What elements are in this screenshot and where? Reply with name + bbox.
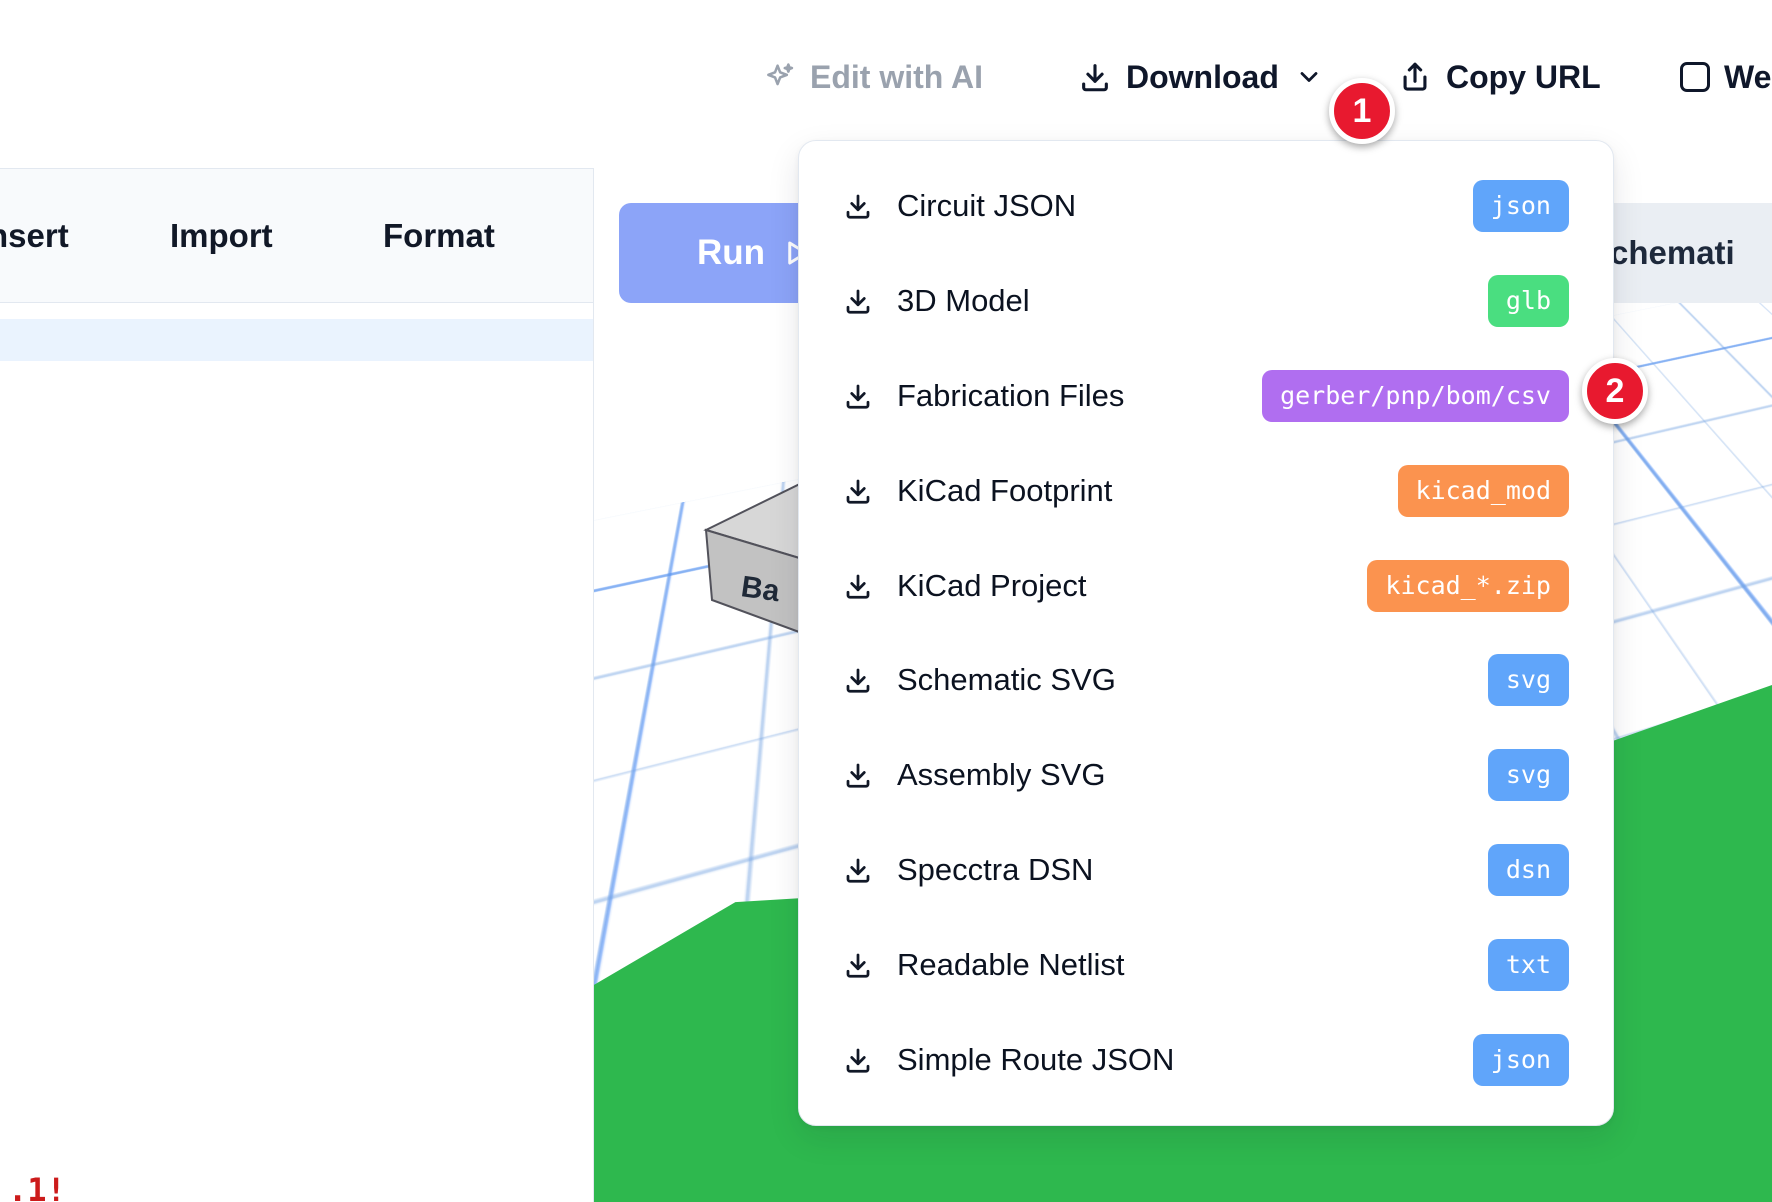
menu-item-label: Assembly SVG	[897, 757, 1106, 793]
file-format-badge: glb	[1487, 275, 1569, 328]
file-format-badge: json	[1472, 180, 1569, 233]
download-icon	[843, 665, 873, 695]
menu-item-label: KiCad Project	[897, 567, 1087, 603]
code-editor-panel[interactable]: nsert Import Format .1!	[0, 168, 594, 1202]
download-icon	[843, 191, 873, 221]
menu-item-assembly-svg[interactable]: Assembly SVG svg	[799, 728, 1613, 823]
editor-active-line	[0, 319, 593, 361]
menu-item-label: Readable Netlist	[897, 946, 1125, 982]
file-format-badge: gerber/pnp/bom/csv	[1262, 369, 1569, 422]
web-checkbox-group[interactable]: We	[1680, 44, 1771, 110]
file-format-badge: svg	[1487, 749, 1569, 802]
download-icon	[843, 1045, 873, 1075]
download-dropdown-button[interactable]: Download	[1078, 44, 1323, 110]
tab-schematic[interactable]: chemati	[1584, 203, 1772, 303]
annotation-step-1: 1	[1329, 78, 1395, 144]
download-icon	[843, 760, 873, 790]
menu-item-label: Fabrication Files	[897, 377, 1125, 413]
annotation-step-1-number: 1	[1352, 91, 1372, 130]
box-front-label: Ba	[739, 570, 782, 608]
menu-item-schematic-svg[interactable]: Schematic SVG svg	[799, 633, 1613, 728]
menu-item-label: Specctra DSN	[897, 851, 1094, 887]
menu-item-readable-netlist[interactable]: Readable Netlist txt	[799, 917, 1613, 1012]
menu-item-label: Simple Route JSON	[897, 1041, 1175, 1077]
sparkles-icon	[762, 60, 796, 94]
menu-item-specctra-dsn[interactable]: Specctra DSN dsn	[799, 823, 1613, 918]
edit-with-ai-button[interactable]: Edit with AI	[762, 44, 983, 110]
chevron-down-icon	[1295, 63, 1323, 91]
file-format-badge: kicad_*.zip	[1367, 559, 1569, 612]
menu-item-label: KiCad Footprint	[897, 472, 1113, 508]
download-dropdown-menu: Circuit JSON json 3D Model glb Fabricati…	[798, 140, 1614, 1126]
file-format-badge: json	[1472, 1033, 1569, 1086]
download-label: Download	[1126, 58, 1279, 95]
download-icon	[843, 950, 873, 980]
menu-item-label: Circuit JSON	[897, 188, 1077, 224]
file-format-badge: txt	[1487, 938, 1569, 991]
share-icon	[1398, 60, 1432, 94]
copy-url-label: Copy URL	[1446, 58, 1601, 95]
file-format-badge: svg	[1487, 654, 1569, 707]
menu-item-import[interactable]: Import	[170, 216, 273, 254]
checkbox-icon[interactable]	[1680, 62, 1710, 92]
menu-item-kicad-footprint[interactable]: KiCad Footprint kicad_mod	[799, 443, 1613, 538]
editor-menubar: nsert Import Format	[0, 169, 593, 303]
tab-schematic-label: chemati	[1610, 234, 1735, 271]
menu-item-insert[interactable]: nsert	[0, 216, 69, 254]
menu-item-circuit-json[interactable]: Circuit JSON json	[799, 159, 1613, 254]
download-icon	[843, 476, 873, 506]
download-icon	[843, 571, 873, 601]
menu-item-fabrication-files[interactable]: Fabrication Files gerber/pnp/bom/csv	[799, 349, 1613, 444]
annotation-step-2: 2	[1582, 358, 1648, 424]
edit-with-ai-label: Edit with AI	[810, 58, 984, 95]
menu-item-3d-model[interactable]: 3D Model glb	[799, 254, 1613, 349]
menu-item-label: Schematic SVG	[897, 662, 1116, 698]
menu-item-label: 3D Model	[897, 283, 1030, 319]
download-icon	[843, 381, 873, 411]
menu-item-kicad-project[interactable]: KiCad Project kicad_*.zip	[799, 538, 1613, 633]
menu-item-simple-route-json[interactable]: Simple Route JSON json	[799, 1012, 1613, 1107]
file-format-badge: dsn	[1487, 843, 1569, 896]
copy-url-button[interactable]: Copy URL	[1398, 44, 1601, 110]
play-icon	[781, 238, 811, 268]
annotation-step-2-number: 2	[1605, 371, 1625, 410]
web-label: We	[1724, 58, 1772, 95]
editor-code-fragment: .1!	[8, 1171, 66, 1202]
run-button-label: Run	[696, 233, 766, 272]
download-icon	[843, 855, 873, 885]
menu-item-format[interactable]: Format	[383, 216, 495, 254]
download-icon	[1078, 60, 1112, 94]
download-icon	[843, 286, 873, 316]
file-format-badge: kicad_mod	[1397, 464, 1569, 517]
